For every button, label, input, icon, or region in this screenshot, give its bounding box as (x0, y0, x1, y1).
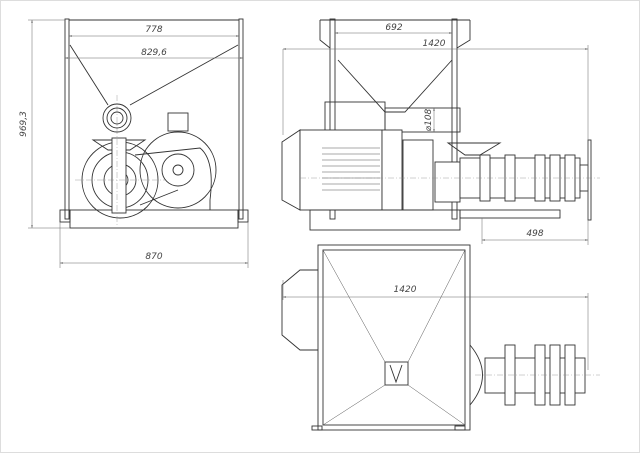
side-view: 692 1420 ⌀108 498 (281, 18, 600, 245)
front-view: 778 829,6 969,3 870 (19, 18, 249, 268)
dim-top-width: 778 (145, 25, 162, 35)
dim-hopper-width: 829,6 (141, 48, 167, 58)
dim-overall-length: 1420 (423, 39, 446, 49)
dim-barrel-length: 498 (526, 229, 543, 239)
dim-inlet-diameter: ⌀108 (424, 108, 434, 131)
dim-height: 969,3 (19, 111, 29, 137)
dim-base-width: 870 (145, 252, 162, 262)
dim-frame-width: 692 (385, 23, 402, 33)
dim-top-overall-length: 1420 (394, 285, 417, 295)
top-view: 1420 (281, 244, 600, 431)
